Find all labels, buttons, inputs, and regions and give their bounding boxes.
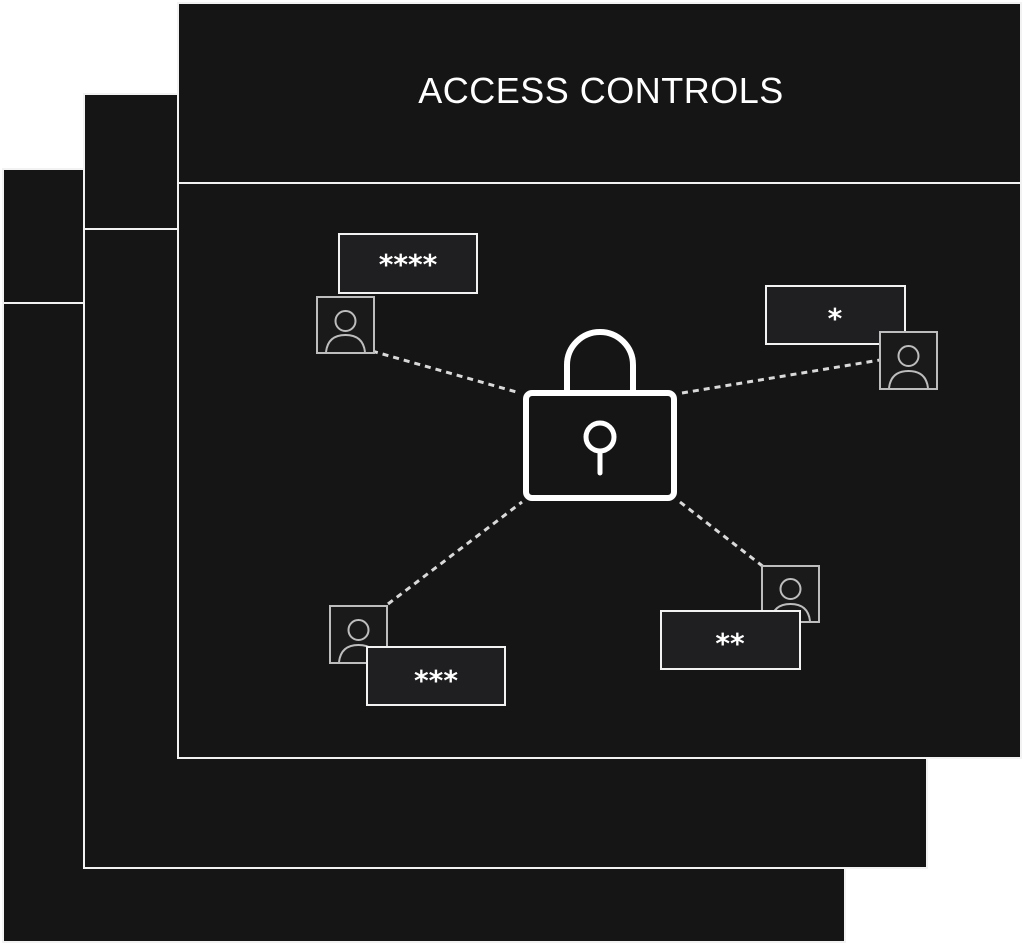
password-field-1 <box>338 233 478 294</box>
user-node-1: **** <box>316 233 478 354</box>
password-field-4 <box>660 610 801 670</box>
password-mask-4: ** <box>715 627 745 660</box>
user-icon <box>879 331 938 390</box>
password-mask-2: * <box>828 302 843 335</box>
password-mask-3: *** <box>414 664 458 697</box>
connector-user-4 <box>679 500 766 570</box>
connectors <box>371 349 881 606</box>
user-node-2: * <box>765 285 938 390</box>
user-icon <box>316 296 375 354</box>
padlock-icon <box>523 329 677 501</box>
diagram-title: ACCESS CONTROLS <box>418 70 784 111</box>
password-field-3 <box>366 646 506 706</box>
user-node-3: *** <box>329 605 506 706</box>
connector-user-2 <box>681 358 881 395</box>
connector-user-1 <box>371 349 521 395</box>
password-mask-1: **** <box>379 248 438 281</box>
user-node-4: ** <box>660 565 820 670</box>
